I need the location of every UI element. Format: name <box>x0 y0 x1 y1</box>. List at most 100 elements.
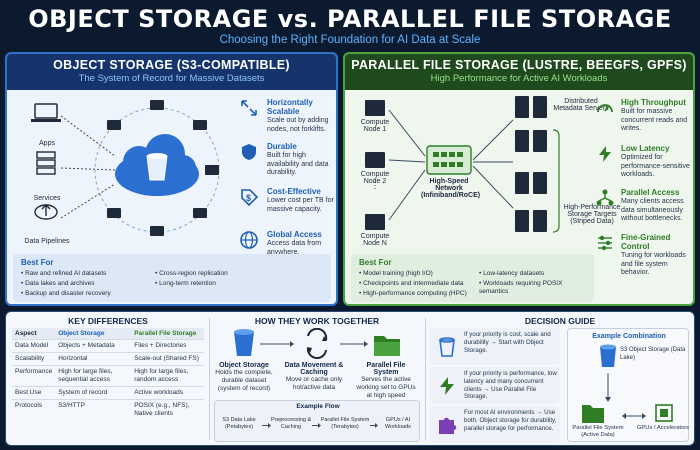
sync-icon <box>306 328 328 359</box>
feature-global: Global Access Access data from anywhere. <box>239 230 335 257</box>
combo-diagram <box>582 344 673 423</box>
feature-title: Cost-Effective <box>267 187 321 196</box>
feature-title: Durable <box>267 142 297 151</box>
decision-row-parallel: If your priority is performance, low lat… <box>430 367 560 404</box>
client-label-apps: Apps <box>39 140 55 147</box>
storage-targets-label: High-Performance Storage Targets (Stripe… <box>563 204 621 225</box>
together-step-pfs: Parallel File System Serves the active w… <box>354 362 418 400</box>
table-cell: Scale-out (Shared FS) <box>131 352 204 366</box>
decision-row-both: For most AI environments → Use both. Obj… <box>430 406 560 443</box>
feature-desc: Built for high availability and data dur… <box>267 152 329 176</box>
network-icon <box>596 189 614 206</box>
feature-control: Fine-Grained Control Tuning for workload… <box>595 233 693 278</box>
table-row: Protocols S3/HTTP POSIX (e.g., NFS), Nat… <box>12 399 204 420</box>
step-name: Data Movement & Caching <box>284 362 344 376</box>
page-subtitle: Choosing the Right Foundation for AI Dat… <box>219 34 481 46</box>
best-for-item: Raw and refined AI datasets <box>21 270 106 277</box>
feature-desc: Built for massive concurrent reads and w… <box>621 108 688 132</box>
feature-parallel: Parallel Access Many clients access data… <box>595 188 693 224</box>
table-cell: S3/HTTP <box>55 399 132 420</box>
gauge-icon <box>597 104 613 113</box>
object-storage-subtitle: The System of Record for Massive Dataset… <box>78 73 265 84</box>
table-row: Data Model Objects + Metadata Files + Di… <box>12 339 204 353</box>
cloud-upload-icon <box>34 204 58 220</box>
example-step: Parallel File System (Terabytes) <box>320 417 370 430</box>
table-cell: Protocols <box>12 399 56 420</box>
best-for-item: Data lakes and archives <box>21 280 94 287</box>
bucket-icon <box>600 344 616 367</box>
table-cell: System of record <box>55 386 132 400</box>
decision-row-object: If your priority is cost, scale and dura… <box>430 328 560 365</box>
divider <box>425 318 426 440</box>
bolt-icon <box>599 146 611 162</box>
metadata-servers-label: Distributed Metadata Servers <box>553 98 609 112</box>
feature-title: Parallel Access <box>621 188 680 197</box>
feature-title: Global Access <box>267 230 322 239</box>
table-cell: Horizontal <box>55 352 132 366</box>
puzzle-icon <box>439 417 457 434</box>
feature-desc: Optimized for performance-sensitive work… <box>621 154 690 178</box>
feature-throughput: High Throughput Built for massive concur… <box>595 98 693 134</box>
feature-desc: Tuning for workloads and file system beh… <box>621 252 686 276</box>
best-for-title: Best For <box>21 258 54 267</box>
together-title: HOW THEY WORK TOGETHER <box>254 316 380 326</box>
folder-icon <box>582 405 604 423</box>
best-for-item: Low-latency datasets <box>479 270 544 277</box>
table-header: Parallel File Storage <box>131 328 204 340</box>
table-cell: Files + Directories <box>131 339 204 353</box>
together-icons <box>234 328 400 359</box>
bottom-section: KEY DIFFERENCES Aspect Object Storage Pa… <box>5 311 695 446</box>
object-storage-panel: OBJECT STORAGE (S3-COMPATIBLE) The Syste… <box>5 52 338 306</box>
page-title: OBJECT STORAGE vs. PARALLEL FILE STORAGE <box>28 5 672 33</box>
feature-desc: Lower cost per TB for massive capacity. <box>267 197 334 213</box>
feature-title: High Throughput <box>621 98 686 107</box>
svg-text:$: $ <box>246 193 251 203</box>
table-header-row: Aspect Object Storage Parallel File Stor… <box>12 328 204 340</box>
storage-target-icons <box>515 130 547 232</box>
combo-item: Parallel File System (Active Data) <box>572 425 624 438</box>
decision-guide-title: DECISION GUIDE <box>524 316 596 326</box>
step-name: Parallel File System <box>366 362 406 376</box>
best-for-item: Cross-region replication <box>155 270 228 277</box>
table-cell: POSIX (e.g., NFS), Native clients <box>131 399 204 420</box>
key-differences-title: KEY DIFFERENCES <box>68 316 148 326</box>
header: OBJECT STORAGE vs. PARALLEL FILE STORAGE… <box>0 0 700 50</box>
best-for-item: Model training (high I/O) <box>359 270 433 277</box>
step-desc: Holds the complete, durable dataset (sys… <box>215 369 273 392</box>
best-for-title: Best For <box>359 258 392 267</box>
bucket-icon <box>234 329 254 356</box>
folder-icon <box>374 336 400 356</box>
decision-text: If your priority is performance, low lat… <box>464 370 557 401</box>
table-cell: High for large files, sequential access <box>55 365 132 387</box>
object-storage-title: OBJECT STORAGE (S3-COMPATIBLE) <box>53 58 290 72</box>
table-cell: High for large files, random access <box>131 365 204 387</box>
table-cell: Scalability <box>12 352 56 366</box>
together-step-object: Object Storage Holds the complete, durab… <box>214 362 274 393</box>
client-label-services: Services <box>33 195 61 202</box>
decision-text: If your priority is cost, scale and dura… <box>464 331 551 354</box>
shield-icon <box>242 144 256 160</box>
server-stack-icon <box>36 151 56 175</box>
sliders-icon <box>598 235 612 251</box>
object-best-for: Best For Raw and refined AI datasets Dat… <box>13 254 331 302</box>
combo-item: S3 Object Storage (Data Lake) <box>620 347 686 361</box>
expand-icon <box>241 100 257 116</box>
table-cell: Best Use <box>12 386 56 400</box>
svg-text:⋮: ⋮ <box>371 180 380 190</box>
together-step-movement: Data Movement & Caching Move or cache on… <box>284 362 344 392</box>
network-switch-icon <box>426 145 472 175</box>
combo-title: Example Combination <box>592 333 666 340</box>
feature-desc: Many clients access data simultaneously … <box>621 198 684 222</box>
network-label: High-Speed Network (Infiniband/RoCE) <box>421 178 481 199</box>
decision-text: For most AI environments → Use both. Obj… <box>464 409 557 432</box>
best-for-item: Backup and disaster recovery <box>21 290 111 297</box>
object-storage-header: OBJECT STORAGE (S3-COMPATIBLE) The Syste… <box>7 54 336 90</box>
feature-title: Low Latency <box>621 144 670 153</box>
compute-node-icons <box>365 100 385 230</box>
table-cell: Data Model <box>12 339 56 353</box>
feature-latency: Low Latency Optimized for performance-se… <box>595 144 693 180</box>
key-differences-table: Aspect Object Storage Parallel File Stor… <box>12 328 204 420</box>
table-row: Performance High for large files, sequen… <box>12 365 204 387</box>
chip-icon <box>655 404 673 422</box>
feature-durable: Durable Built for high availability and … <box>239 142 335 178</box>
